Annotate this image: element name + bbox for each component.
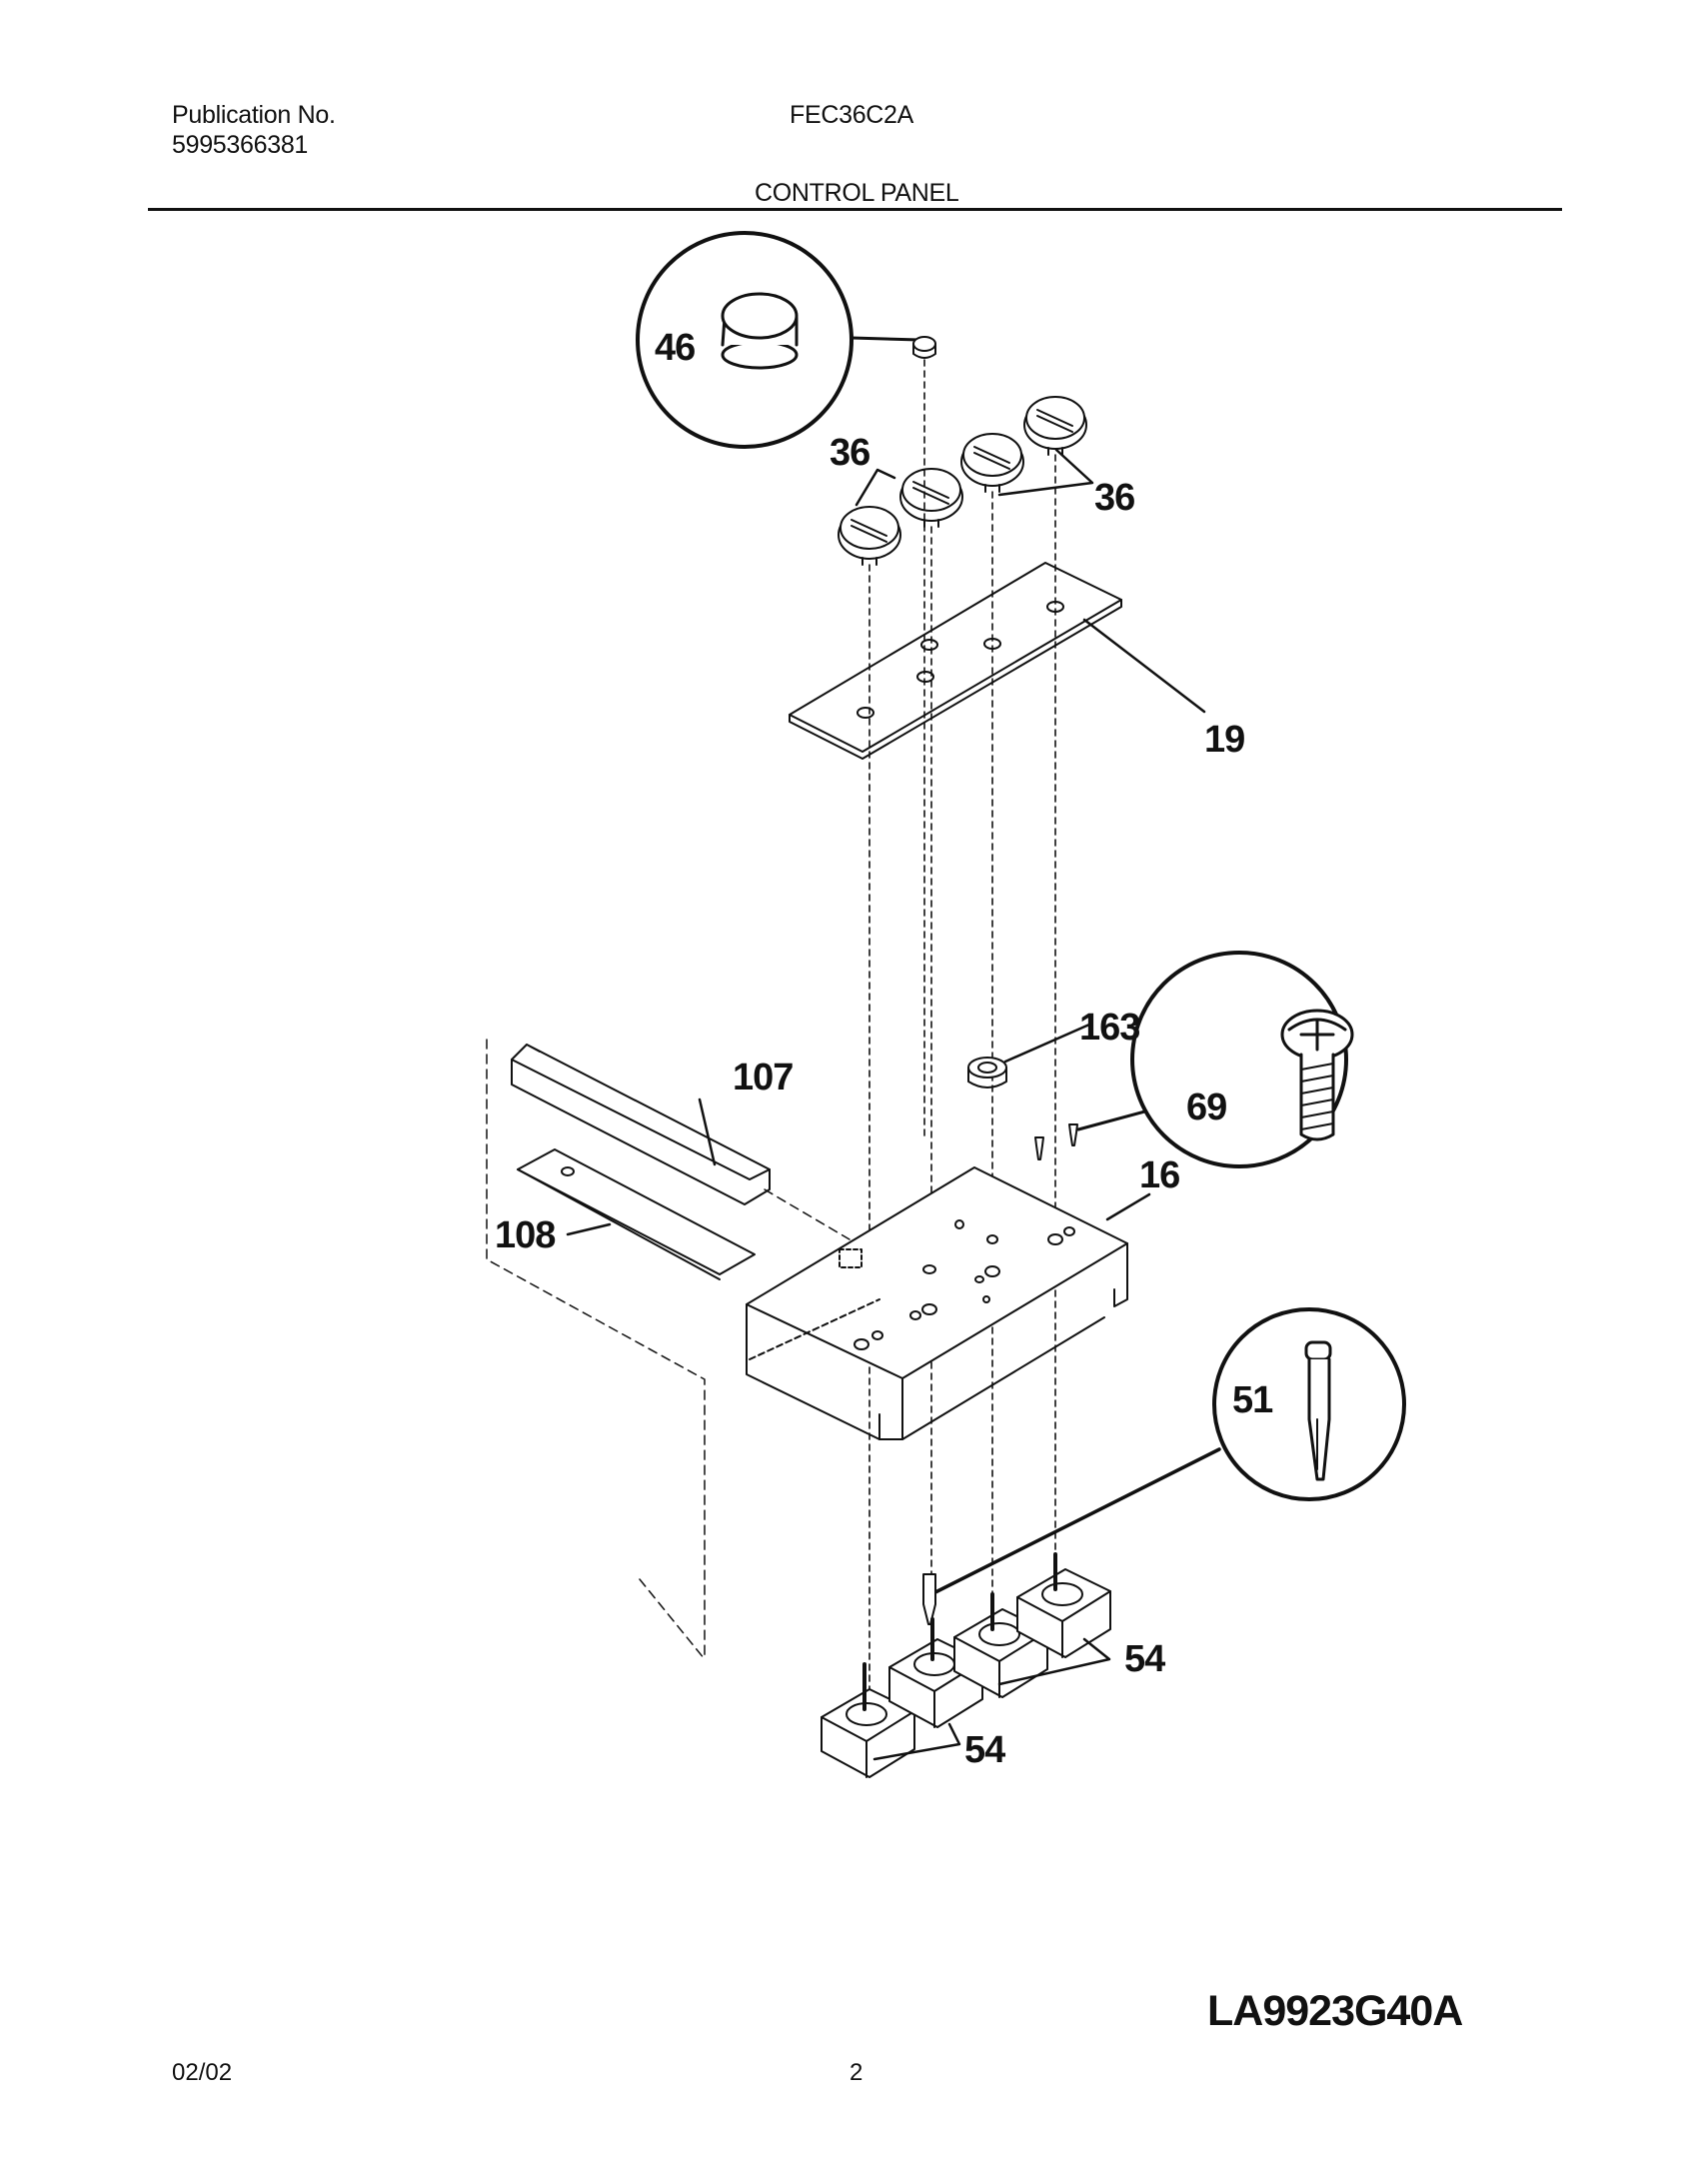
publication-number: 5995366381: [172, 131, 309, 159]
callout-54-right: 54: [1124, 1638, 1165, 1680]
retainer: [967, 1023, 1091, 1089]
section-title: CONTROL PANEL: [755, 179, 959, 207]
callout-107: 107: [733, 1057, 793, 1098]
panel-overlay: [789, 562, 1206, 760]
knob-1: [838, 506, 901, 566]
footer-date: 02/02: [172, 2059, 233, 2086]
trim-strip: [517, 1148, 756, 1280]
knob-cap: [912, 336, 936, 359]
indicator-light-inset: [929, 1307, 1406, 1596]
model-number: FEC36C2A: [790, 101, 914, 129]
footer-page-number: 2: [850, 2059, 863, 2086]
drawing-code: LA9923G40A: [1207, 1987, 1463, 2035]
callout-46: 46: [655, 327, 695, 369]
callout-163: 163: [1079, 1007, 1139, 1049]
publication-label: Publication No.: [172, 101, 336, 129]
callout-36-left: 36: [830, 432, 869, 474]
sub-assembly-outline: [486, 1039, 851, 1660]
control-panel-housing: [746, 1166, 1151, 1440]
alignment-lines: [868, 359, 1056, 1740]
callout-36-right: 36: [1094, 477, 1134, 519]
header-divider: [148, 208, 1562, 211]
callout-19: 19: [1204, 719, 1244, 761]
callout-16: 16: [1139, 1154, 1179, 1196]
callout-51: 51: [1232, 1379, 1273, 1421]
knob-4: [1023, 396, 1087, 456]
callout-69: 69: [1186, 1087, 1226, 1128]
knob-cap-inset: [636, 231, 921, 449]
screw-inset: [1130, 951, 1354, 1168]
callout-54-left: 54: [964, 1729, 1005, 1771]
channel: [511, 1044, 771, 1205]
switch-4: [1016, 1552, 1111, 1658]
indicator-light: [922, 1573, 936, 1625]
knob-2: [899, 468, 963, 528]
callout-108: 108: [495, 1214, 555, 1256]
knob-3: [960, 433, 1024, 493]
